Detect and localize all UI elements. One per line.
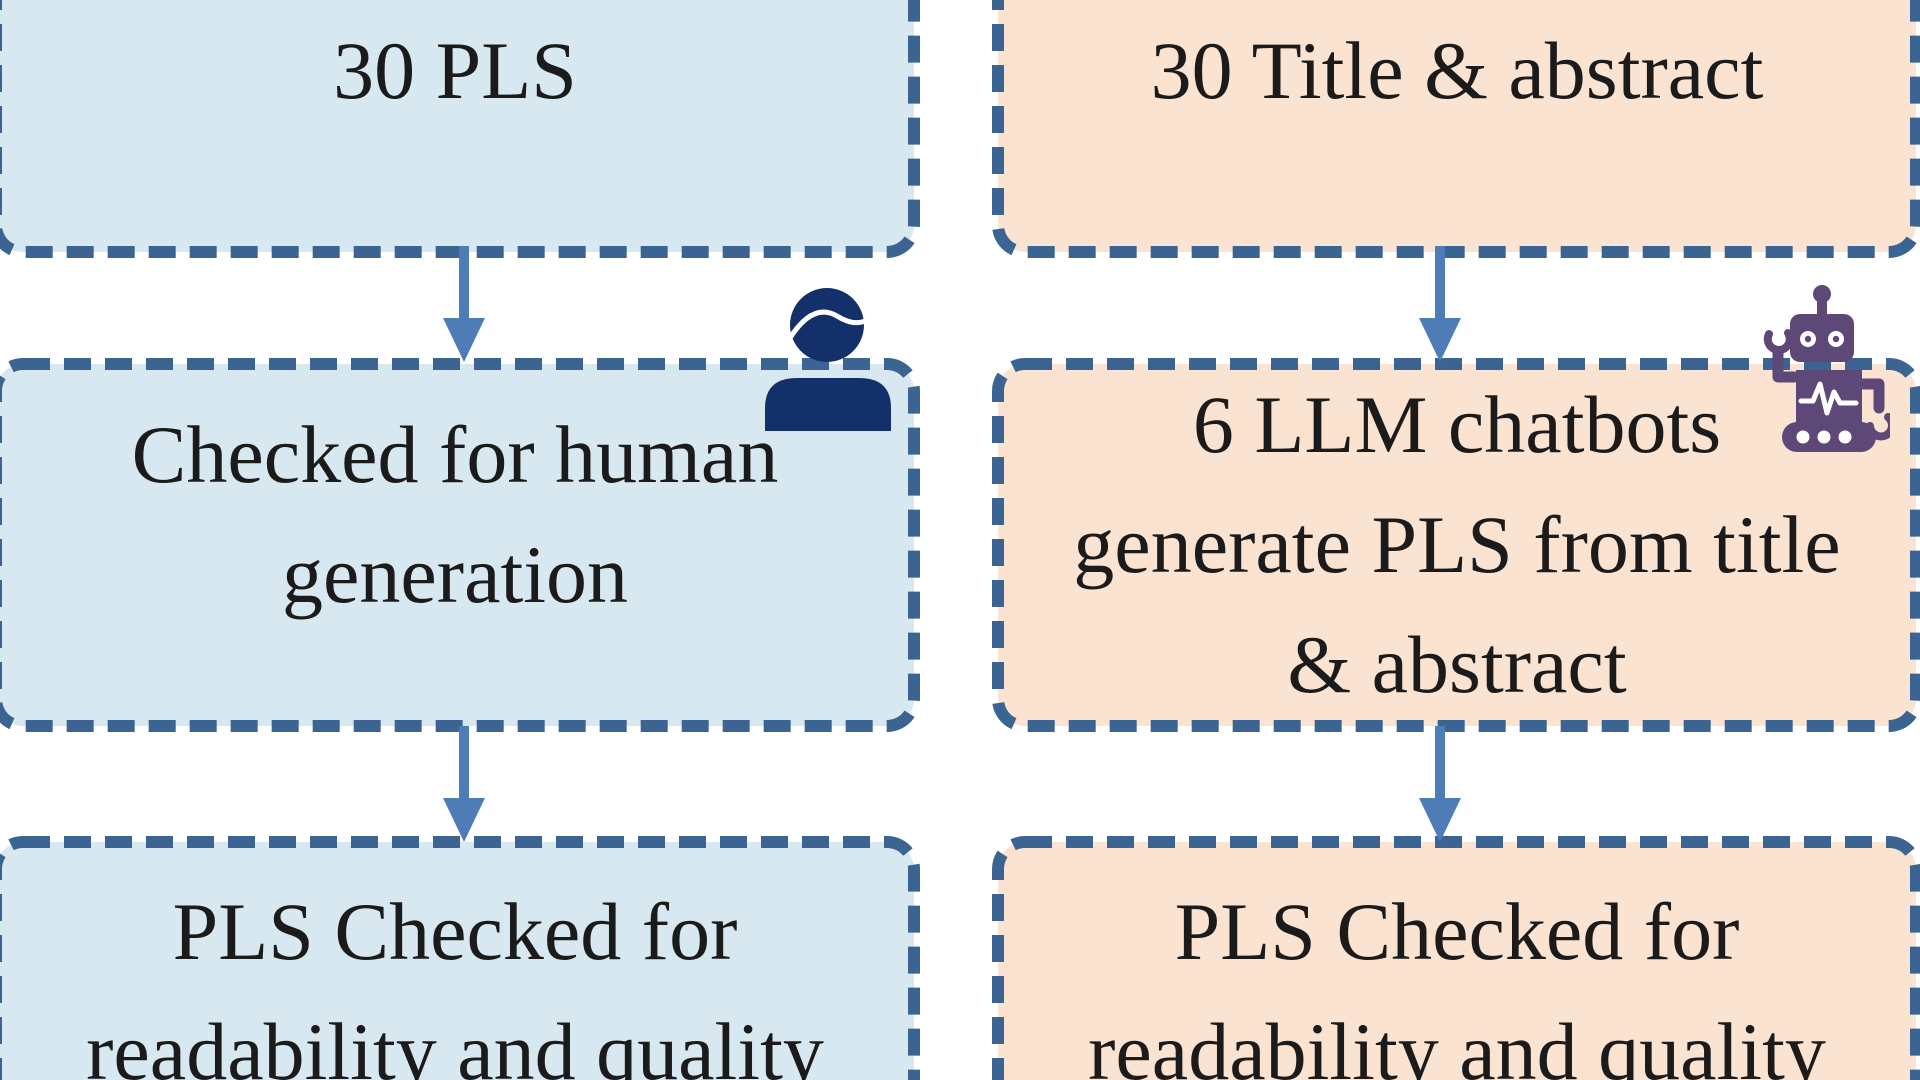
llm-source-box: 30 Title & abstract [992,0,1920,258]
human-source-label: 30 PLS [333,25,577,116]
robot-icon [1763,285,1890,452]
human-check-label-line1: Checked for human [131,409,779,500]
flow-arrow-human-1 [443,246,485,362]
llm-readability-label-line1: PLS Checked for [1174,886,1740,977]
human-readability-label-line2: readability and quality [86,1006,824,1080]
human-source-box: 30 PLS [0,0,920,258]
human-check-label-line2: generation [281,529,629,620]
human-readability-box: PLS Checked for readability and quality [0,836,920,1080]
person-icon [765,288,891,431]
dashed-box-frame [992,836,1920,1080]
llm-readability-box: PLS Checked for readability and quality [992,836,1920,1080]
dashed-box-frame [992,0,1920,258]
dashed-box-frame [0,358,920,732]
flow-arrow-llm-2 [1419,726,1461,842]
llm-generate-label-line3: & abstract [1287,619,1627,710]
flow-arrow-llm-1 [1419,246,1461,362]
llm-generate-box: 6 LLM chatbots generate PLS from title &… [992,358,1920,732]
llm-readability-label-line2: readability and quality [1088,1006,1826,1080]
dashed-box-frame [992,358,1920,732]
dashed-box-frame [0,0,920,258]
human-check-box: Checked for human generation [0,358,920,732]
llm-generate-label-line2: generate PLS from title [1073,499,1841,590]
dashed-box-frame [0,836,920,1080]
flow-arrow-human-2 [443,726,485,842]
llm-generate-label-line1: 6 LLM chatbots [1192,379,1722,470]
llm-source-label: 30 Title & abstract [1150,25,1764,116]
human-readability-label-line1: PLS Checked for [172,886,738,977]
